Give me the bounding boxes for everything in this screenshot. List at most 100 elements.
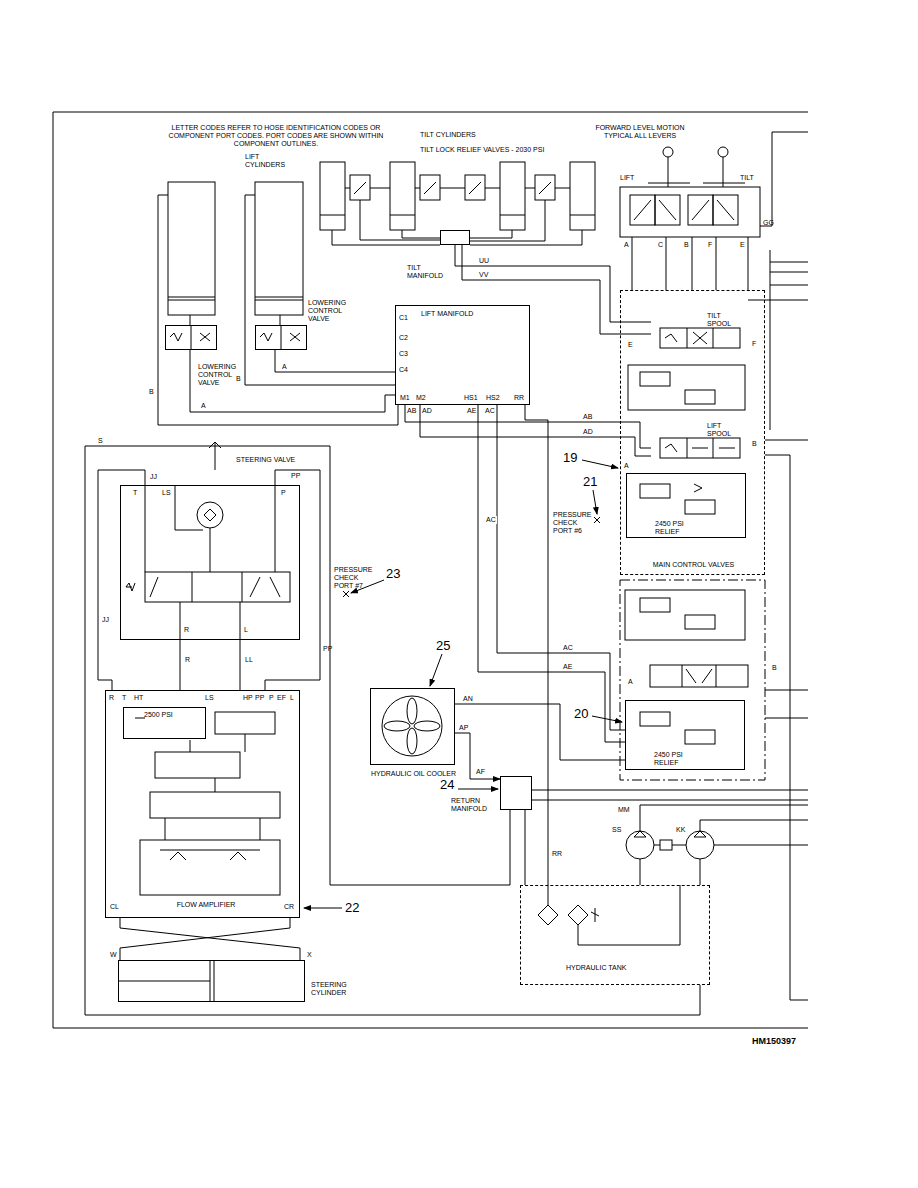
hose-code: RR (551, 850, 563, 858)
hose-line (497, 405, 625, 730)
hose-line (265, 470, 320, 690)
port-label: EF (277, 694, 286, 702)
hose-code: AP (458, 724, 469, 732)
component-label: HYDRAULIC OIL COOLER (363, 770, 464, 778)
component-box: RETURN MANIFOLD (500, 776, 532, 810)
port-label: F (752, 340, 756, 348)
port-label: T (133, 489, 137, 497)
callout-number: 21 (583, 474, 597, 489)
component-label: STEERING CYLINDER (311, 981, 361, 997)
hose-code: AN (462, 695, 474, 703)
hose-code: UU (478, 257, 490, 265)
port-label: PP (255, 694, 264, 702)
hose-line (478, 405, 625, 742)
component-label: LIFT MANIFOLD (421, 310, 501, 318)
port-label: AC (563, 644, 573, 652)
hose-line (405, 405, 651, 448)
component-label: 2500 PSI (144, 711, 188, 719)
fan (382, 696, 442, 756)
hose-line (240, 640, 241, 690)
port-label: PRESSURE CHECK PORT #6 (553, 511, 593, 535)
port-label: MM (618, 806, 630, 814)
hose-line (180, 640, 181, 690)
port-label: M1 (400, 394, 410, 402)
valve-section-outline (620, 580, 765, 780)
component-box: HYDRAULIC OIL COOLER (370, 688, 455, 765)
port-label: HS2 (486, 394, 500, 402)
hose-line (455, 245, 651, 322)
port-label: TILT LOCK RELIEF VALVES - 2030 PSI (420, 146, 544, 154)
component-box: TILT MANIFOLD (440, 230, 470, 245)
port-label: A (628, 678, 633, 686)
port-label: RR (514, 394, 524, 402)
hose-line (275, 350, 395, 372)
callout-number: 22 (345, 900, 359, 915)
component-label: FLOW AMPLIFIER (171, 901, 241, 909)
port-label: L (244, 626, 248, 634)
port-label: X (307, 951, 312, 959)
hose-code: A (281, 363, 288, 371)
port-label: HT (134, 694, 143, 702)
callout-number: 25 (436, 638, 450, 653)
port-label: F (708, 241, 712, 249)
port-label: PP (323, 645, 332, 653)
port-label: KK (676, 826, 685, 834)
hose-code: LL (244, 656, 254, 664)
port-label: CL (110, 903, 119, 911)
hose-line (120, 918, 300, 960)
port-label: C1 (399, 314, 408, 322)
port-label: TILT CYLINDERS (420, 131, 476, 139)
hose-code: AB (582, 413, 593, 421)
port-label: L (290, 694, 294, 702)
hose-line (420, 405, 651, 456)
component-label: TILT SPOOL (707, 312, 741, 328)
component-box: LOWERING CONTROL VALVE (255, 325, 307, 350)
callout-number: 19 (563, 450, 577, 465)
callout-number: 24 (440, 777, 454, 792)
component-box: 2500 PSI (123, 707, 206, 739)
port-label: AC (485, 407, 495, 415)
hose-line (455, 733, 500, 779)
component-box: 2450 PSI RELIEF (626, 473, 746, 538)
hose-line (190, 350, 395, 412)
pump (626, 831, 654, 859)
port-label: PRESSURE CHECK PORT #7 (334, 566, 374, 590)
hose-code: PP (290, 472, 301, 480)
component-label: HYDRAULIC TANK (566, 964, 646, 972)
port-label: SS (612, 826, 621, 834)
callout-number: 20 (574, 706, 588, 721)
callout-number: 23 (386, 566, 400, 581)
component-label: 2450 PSI RELIEF (655, 520, 699, 536)
component-label: RETURN MANIFOLD (451, 797, 495, 813)
component-label: TILT MANIFOLD (407, 264, 449, 280)
component-box: 2450 PSI RELIEF (625, 700, 745, 770)
port-label: B (236, 375, 241, 383)
port-label: FORWARD LEVEL MOTION TYPICAL ALL LEVERS (584, 124, 696, 140)
port-label: LIFT CYLINDERS (245, 153, 287, 169)
port-label: B (772, 664, 777, 672)
hose-code: AC (485, 516, 497, 524)
component-box: LIFT MANIFOLD (395, 305, 530, 405)
port-label: LETTER CODES REFER TO HOSE IDENTIFICATIO… (160, 124, 392, 148)
component-label: MAIN CONTROL VALVES (641, 561, 746, 569)
hose-line (98, 470, 145, 690)
lift-cylinder (168, 182, 215, 315)
hose-code: AD (582, 428, 594, 436)
port-label: C4 (399, 366, 408, 374)
port-label: B (752, 440, 757, 448)
port-label: HS1 (464, 394, 478, 402)
component-box: LOWERING CONTROL VALVE (165, 325, 217, 350)
hose-code: R (184, 656, 191, 664)
component-label: LIFT SPOOL (707, 422, 741, 438)
steering-arrow (209, 442, 221, 470)
component-box: STEERING VALVE (120, 485, 300, 640)
port-label: R (184, 626, 189, 634)
port-label: T (122, 694, 126, 702)
hose-line (525, 405, 548, 885)
port-label: W (110, 951, 117, 959)
port-label: B (684, 241, 689, 249)
hose-line (120, 918, 290, 960)
port-label: P (281, 489, 286, 497)
